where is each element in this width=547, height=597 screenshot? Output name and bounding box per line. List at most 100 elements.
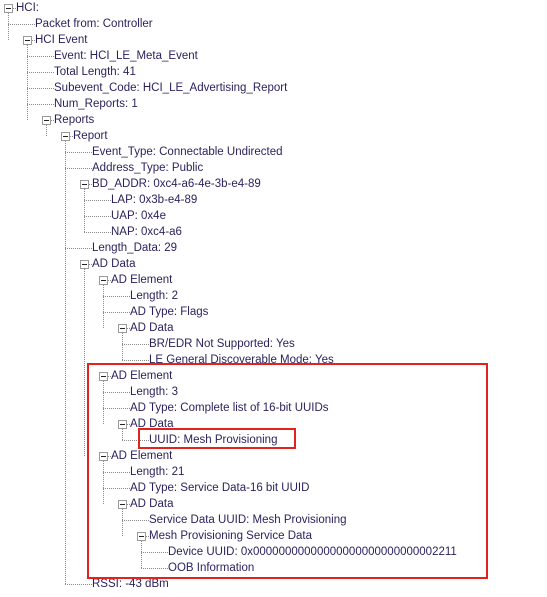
collapse-toggle-icon[interactable]	[118, 500, 127, 509]
tree-node-label: Device UUID: 0x0000000000000000000000000…	[168, 546, 457, 558]
tree-node-label: HCI:	[16, 2, 39, 14]
tree-connector-line	[103, 296, 130, 297]
tree-connector-line	[122, 520, 149, 521]
collapse-toggle-icon[interactable]	[137, 532, 146, 541]
tree-connector-line	[65, 152, 92, 153]
tree-node-label: HCI Event	[35, 34, 88, 46]
tree-connector-line	[103, 408, 130, 409]
tree-node-label: Mesh Provisioning Service Data	[149, 530, 312, 542]
tree-connector-line	[122, 344, 149, 345]
tree-connector-line	[65, 584, 92, 585]
tree-node-label: AD Element	[111, 450, 173, 462]
tree-node-label: Num_Reports: 1	[54, 98, 138, 110]
collapse-toggle-icon[interactable]	[4, 4, 13, 13]
tree-connector-line	[89, 264, 94, 265]
tree-node-label: OOB Information	[168, 562, 255, 574]
collapse-toggle-icon[interactable]	[99, 276, 108, 285]
tree-connector-line	[84, 232, 111, 233]
tree-connector-line	[65, 248, 92, 249]
tree-connector-line	[103, 461, 104, 504]
tree-node-label: UUID: Mesh Provisioning	[149, 434, 278, 446]
tree-connector-line	[84, 216, 111, 217]
collapse-toggle-icon[interactable]	[80, 180, 89, 189]
tree-connector-line	[27, 104, 54, 105]
tree-node-label: AD Type: Complete list of 16-bit UUIDs	[130, 402, 329, 414]
tree-connector-line	[46, 125, 47, 136]
tree-node-label: LE General Discoverable Mode: Yes	[149, 354, 334, 366]
tree-connector-line	[103, 312, 130, 313]
tree-connector-line	[108, 456, 113, 457]
tree-node-label: BR/EDR Not Supported: Yes	[149, 338, 295, 350]
tree-connector-line	[89, 184, 94, 185]
tree-node-label: AD Data	[130, 498, 174, 510]
tree-connector-line	[103, 488, 130, 489]
tree-connector-line	[108, 376, 113, 377]
tree-node-label: Service Data UUID: Mesh Provisioning	[149, 514, 347, 526]
tree-node-label: NAP: 0xc4-a6	[111, 226, 182, 238]
collapse-toggle-icon[interactable]	[118, 420, 127, 429]
tree-connector-line	[8, 24, 35, 25]
tree-node-label: LAP: 0x3b-e4-89	[111, 194, 198, 206]
tree-connector-line	[146, 536, 151, 537]
tree-connector-line	[27, 45, 28, 120]
tree-node-label: AD Element	[111, 274, 173, 286]
tree-connector-line	[141, 568, 168, 569]
tree-connector-line	[70, 136, 75, 137]
tree-connector-line	[108, 280, 113, 281]
collapse-toggle-icon[interactable]	[118, 324, 127, 333]
tree-node-label: RSSI: -43 dBm	[92, 578, 169, 590]
tree-connector-line	[27, 56, 54, 57]
collapse-toggle-icon[interactable]	[23, 36, 32, 45]
tree-connector-line	[122, 509, 123, 536]
tree-connector-line	[127, 424, 132, 425]
tree-connector-line	[122, 440, 149, 441]
tree-node-label: Event: HCI_LE_Meta_Event	[54, 50, 198, 62]
tree-connector-line	[127, 504, 132, 505]
tree-node-label: Event_Type: Connectable Undirected	[92, 146, 283, 158]
tree-node-label: Length_Data: 29	[92, 242, 178, 254]
tree-connector-line	[103, 392, 130, 393]
tree-connector-line	[122, 429, 123, 440]
tree-node-label: AD Data	[130, 418, 174, 430]
tree-node-label: AD Type: Flags	[130, 306, 209, 318]
tree-node-label: Length: 3	[130, 386, 178, 398]
tree-connector-line	[32, 40, 37, 41]
tree-node-label: BD_ADDR: 0xc4-a6-4e-3b-e4-89	[92, 178, 261, 190]
tree-node-label: AD Element	[111, 370, 173, 382]
tree-connector-line	[84, 189, 85, 232]
tree-node-label: Reports	[54, 114, 95, 126]
tree-connector-line	[103, 381, 104, 424]
tree-connector-line	[103, 285, 104, 328]
tree-connector-line	[65, 141, 66, 584]
collapse-toggle-icon[interactable]	[99, 372, 108, 381]
tree-node-label: Total Length: 41	[54, 66, 136, 78]
tree-node-label: Report	[73, 130, 108, 142]
tree-connector-line	[127, 328, 132, 329]
tree-connector-line	[65, 168, 92, 169]
tree-connector-line	[122, 333, 123, 360]
tree-connector-line	[8, 13, 9, 40]
tree-node-label: UAP: 0x4e	[111, 210, 166, 222]
collapse-toggle-icon[interactable]	[99, 452, 108, 461]
tree-node-label: Length: 21	[130, 466, 185, 478]
tree-node-label: Address_Type: Public	[92, 162, 204, 174]
tree-connector-line	[141, 541, 142, 568]
tree-node-label: Subevent_Code: HCI_LE_Advertising_Report	[54, 82, 288, 94]
tree-node-label: Length: 2	[130, 290, 178, 302]
tree-node-label: Packet from: Controller	[35, 18, 153, 30]
tree-connector-line	[103, 472, 130, 473]
collapse-toggle-icon[interactable]	[80, 260, 89, 269]
collapse-toggle-icon[interactable]	[42, 116, 51, 125]
tree-connector-line	[122, 360, 149, 361]
tree-connector-line	[84, 269, 85, 456]
tree-connector-line	[51, 120, 56, 121]
tree-node-label: AD Type: Service Data-16 bit UUID	[130, 482, 310, 494]
tree-node-label: AD Data	[92, 258, 136, 270]
tree-connector-line	[13, 8, 18, 9]
collapse-toggle-icon[interactable]	[61, 132, 70, 141]
tree-connector-line	[141, 552, 168, 553]
tree-node-label: AD Data	[130, 322, 174, 334]
tree-connector-line	[27, 88, 54, 89]
tree-connector-line	[27, 72, 54, 73]
